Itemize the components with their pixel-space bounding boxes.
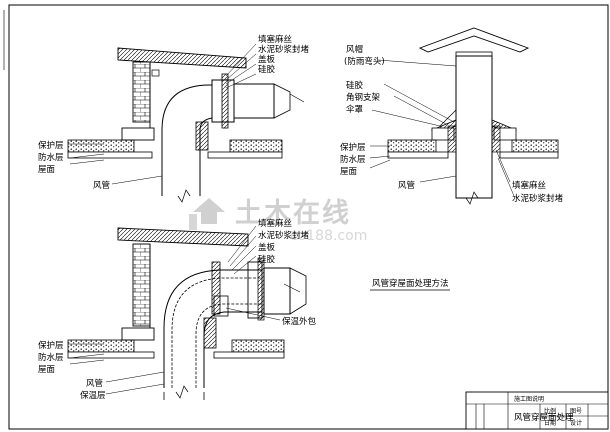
tr-label-filler: 填塞麻丝 xyxy=(512,180,547,191)
title-block-cell-3: 日期 xyxy=(544,419,556,427)
tr-label-duct: 风管 xyxy=(398,180,415,191)
rain-hood xyxy=(418,27,530,53)
bl-label-insulation: 保温层 xyxy=(80,390,106,401)
bl-label-sealant: 硅胶 xyxy=(258,254,276,265)
tr-label-umbrella: 伞罩 xyxy=(346,104,364,115)
parapet-cap xyxy=(117,47,247,69)
title-block-name: 风管穿屋面处理 xyxy=(514,412,574,423)
tr-label-hood: 风帽 xyxy=(346,44,363,55)
roof-gravel-tr-left xyxy=(387,139,437,153)
tr-label-waterproof: 防水层 xyxy=(340,154,366,165)
horizontal-duct xyxy=(233,83,275,119)
tr-label-sealant: 硅胶 xyxy=(346,80,364,91)
roof-gravel-bl-left xyxy=(67,339,135,353)
tr-label-protect: 保护层 xyxy=(340,142,366,153)
detail-top-left: 填塞麻丝 水泥砂浆封堵 盖板 硅胶 保护层 防水层 屋面 风管 xyxy=(38,34,310,203)
detail-top-right: 风帽 (防雨弯头) 硅胶 角钢支架 伞罩 保护层 防水层 屋面 风管 填塞麻丝 … xyxy=(340,27,564,205)
bl-label-protect: 保护层 xyxy=(38,340,64,351)
tl-label-roof: 屋面 xyxy=(38,165,56,175)
brick-wall xyxy=(132,61,151,123)
watermark: 土木在线 co188.com xyxy=(189,198,367,244)
title-block-cell-4: 设计 xyxy=(570,419,582,427)
watermark-logo-icon xyxy=(189,198,225,230)
roof-gravel-tr-right xyxy=(511,139,559,153)
roof-gravel-bl-right xyxy=(231,339,285,353)
elbow-duct xyxy=(161,84,212,170)
bl-label-duct: 风管 xyxy=(86,378,103,389)
tl-label-protect: 保护层 xyxy=(38,140,64,151)
bl-label-cover: 盖板 xyxy=(258,242,276,253)
sheet-border xyxy=(8,4,609,430)
tr-label-mortar: 水泥砂浆封堵 xyxy=(512,193,564,204)
tl-label-cover: 盖板 xyxy=(258,54,276,65)
bl-label-insul-wrap: 保温外包 xyxy=(282,316,317,327)
tl-label-waterproof: 防水层 xyxy=(38,152,64,163)
watermark-main: 土木在线 xyxy=(235,198,351,229)
bl-label-roof: 屋面 xyxy=(38,365,56,375)
detail-bottom-left: 填塞麻丝 水泥砂浆封堵 盖板 硅胶 保温外包 保护层 防水层 屋面 风管 保温层 xyxy=(38,218,317,401)
bl-label-mortar: 水泥砂浆封堵 xyxy=(258,230,310,241)
tr-label-hood-note: (防雨弯头) xyxy=(344,56,385,67)
title-block-cell-2: 图号 xyxy=(570,408,582,415)
horizontal-duct-bottom xyxy=(263,267,291,315)
tr-label-roof: 屋面 xyxy=(340,167,358,177)
watermark-sub: co188.com xyxy=(290,228,367,244)
tl-label-mortar: 水泥砂浆封堵 xyxy=(258,44,310,55)
title-block-cell-1: 比例 xyxy=(544,407,556,415)
tl-label-duct: 风管 xyxy=(93,180,110,191)
base-left xyxy=(121,127,155,141)
roof-gravel-right xyxy=(229,139,283,153)
bl-label-waterproof: 防水层 xyxy=(38,352,64,363)
brick-wall-bottom xyxy=(132,243,151,327)
roof-gravel-left xyxy=(67,139,135,153)
parapet-cap-bottom xyxy=(117,227,249,247)
tr-label-bracket: 角钢支架 xyxy=(346,92,381,103)
bl-label-filler: 填塞麻丝 xyxy=(258,218,293,229)
drawing-title: 风管穿屋面处理方法 xyxy=(372,278,449,289)
title-block: 施工图说明 风管穿屋面处理 比例 图号 日期 设计 xyxy=(465,391,609,430)
tl-label-sealant: 硅胶 xyxy=(258,64,276,75)
vertical-duct xyxy=(455,55,493,199)
title-block-small-label: 施工图说明 xyxy=(514,395,544,403)
tl-label-filler: 填塞麻丝 xyxy=(258,34,293,45)
